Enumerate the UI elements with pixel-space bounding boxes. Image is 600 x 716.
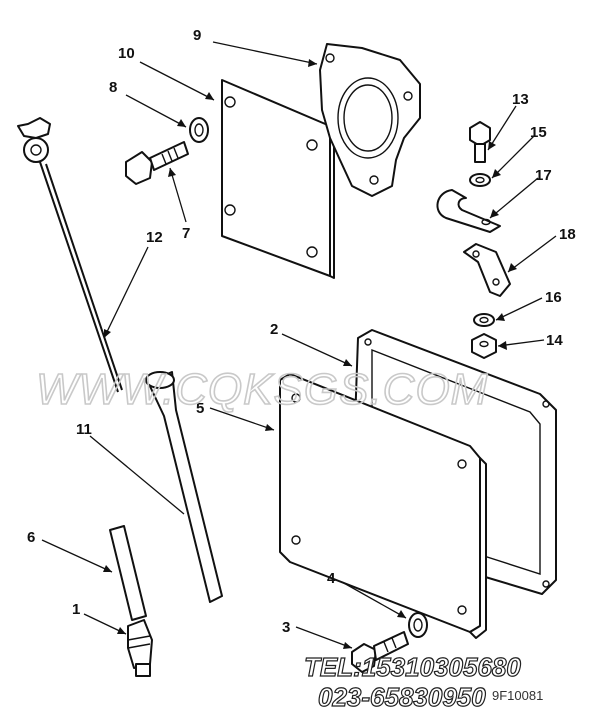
callout-3: 3 [282, 619, 290, 636]
nut-14 [471, 333, 497, 359]
callout-13: 13 [512, 91, 529, 108]
callout-11: 11 [76, 421, 92, 438]
callout-12: 12 [146, 229, 163, 246]
bracket-18 [463, 243, 511, 297]
callout-10: 10 [118, 45, 135, 62]
dipstick-tube-11 [145, 371, 223, 603]
dipstick-12 [17, 117, 123, 393]
tube-6 [109, 525, 147, 621]
callout-1: 1 [72, 601, 80, 618]
callout-14: 14 [546, 332, 563, 349]
capscrew-13 [469, 121, 491, 163]
callout-8: 8 [109, 79, 117, 96]
callout-4: 4 [327, 570, 336, 587]
capscrew-7 [125, 141, 189, 185]
callout-9: 9 [193, 27, 201, 44]
callout-17: 17 [535, 167, 552, 184]
washer-4 [408, 612, 428, 638]
gasket-9 [319, 43, 421, 197]
watermark-site: WWW.CQKSGS.COM [36, 365, 488, 414]
callout-6: 6 [27, 529, 35, 546]
fitting-1 [127, 619, 153, 677]
callout-labels: 10 9 8 7 12 11 6 1 2 5 4 3 13 15 17 18 1… [27, 27, 576, 636]
cover-plate-10 [221, 79, 335, 279]
clamp-17 [436, 189, 501, 233]
watermark-tel: TEL:15310305680 [304, 652, 521, 682]
callout-2: 2 [270, 321, 278, 338]
callout-18: 18 [559, 226, 576, 243]
watermark-phone: 023-65830950 [318, 682, 486, 712]
callout-15: 15 [530, 124, 547, 141]
callout-16: 16 [545, 289, 562, 306]
washer-15 [469, 173, 491, 187]
drawing-code: 9F10081 [492, 688, 543, 703]
callout-7: 7 [182, 225, 190, 242]
cover-plate-5 [279, 373, 487, 639]
callout-5: 5 [196, 400, 204, 417]
lockwasher-16 [473, 313, 495, 327]
leader-lines [41, 41, 557, 649]
washer-8 [189, 117, 209, 143]
capscrew-3 [351, 631, 409, 673]
